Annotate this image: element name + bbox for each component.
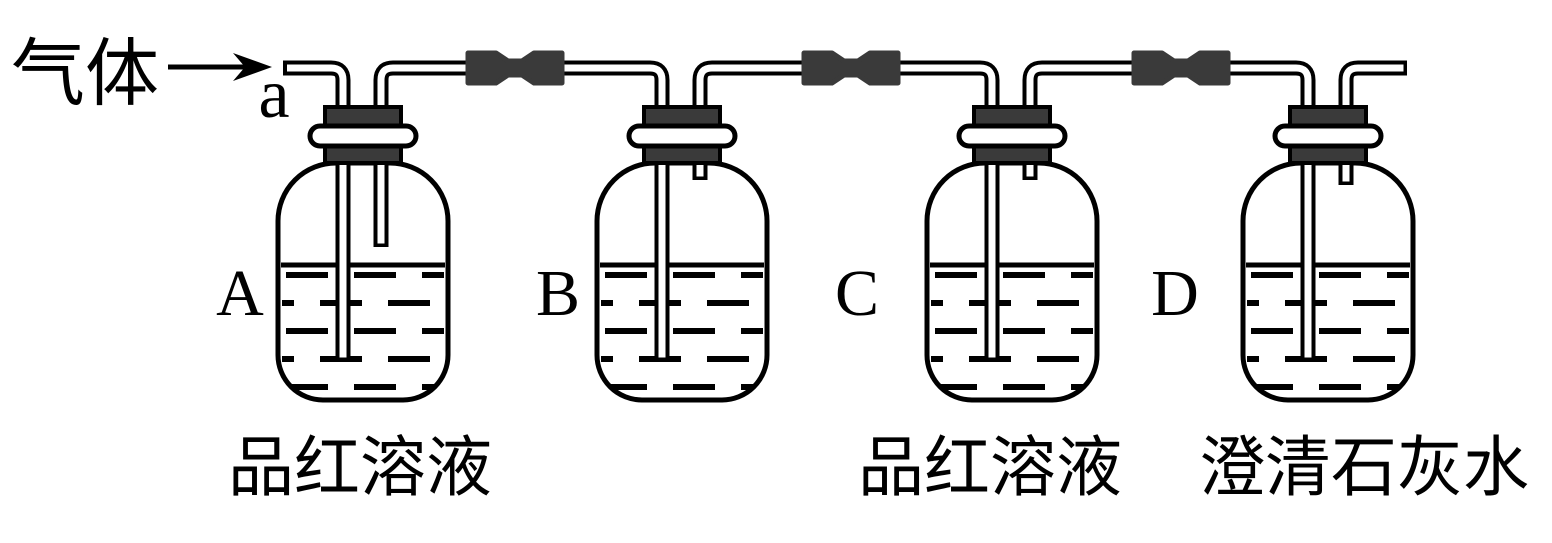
stopper-b-collar <box>626 123 738 149</box>
inlet-point-label: a <box>258 56 289 133</box>
wash-bottle-a <box>275 160 451 403</box>
bottle-b-liquid <box>601 270 763 398</box>
solution-label-d: 澄清石灰水 <box>1199 432 1529 505</box>
gas-label: 气体 <box>11 34 159 116</box>
stopper-a-collar <box>307 123 419 149</box>
bottle-letter-b: B <box>536 257 580 330</box>
wash-bottle-d <box>1240 160 1416 403</box>
wash-bottle-c <box>924 160 1100 403</box>
stopper-a <box>307 105 419 165</box>
stopper-d-collar <box>1272 123 1384 149</box>
outlet-vent-tube-bore <box>1342 64 1404 182</box>
tubing-connector-3 <box>1131 50 1231 86</box>
bottle-letter-d: D <box>1151 257 1199 330</box>
tubing-connector-2 <box>801 50 901 86</box>
gas-flow-arrow <box>168 53 272 81</box>
stopper-c-collar <box>956 123 1068 149</box>
bottle-d-liquid <box>1247 270 1409 398</box>
arrow-head <box>233 53 272 81</box>
stopper-d <box>1272 105 1384 165</box>
bottle-letter-c: C <box>835 257 879 330</box>
wash-bottle-b <box>594 160 770 403</box>
bottle-letter-a: A <box>216 257 264 330</box>
inlet-tube-bore <box>287 64 347 358</box>
stopper-b <box>626 105 738 165</box>
solution-label-a: 品红溶液 <box>228 432 492 505</box>
solution-label-c: 品红溶液 <box>858 432 1122 505</box>
bottle-c-liquid <box>931 270 1093 398</box>
tubing-connector-1 <box>465 50 565 86</box>
stopper-c <box>956 105 1068 165</box>
bottle-a-liquid <box>282 270 444 398</box>
